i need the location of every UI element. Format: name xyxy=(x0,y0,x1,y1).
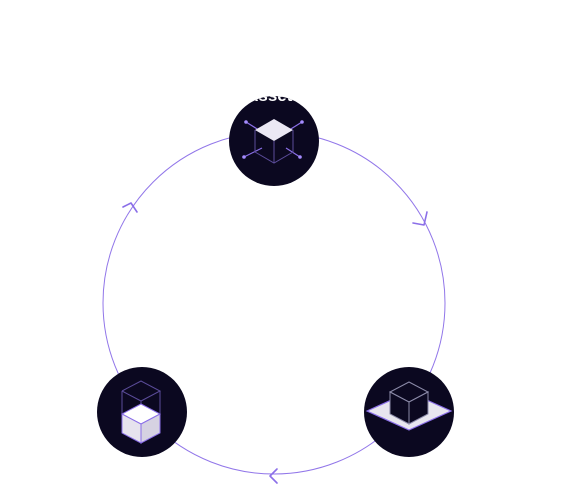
node-top: Assets xyxy=(229,96,319,186)
stacked-cubes-icon xyxy=(120,380,162,444)
node-top-label: Assets xyxy=(229,96,319,106)
node-left xyxy=(97,367,187,457)
arrow-bottom xyxy=(269,468,278,484)
arrow-upper-right xyxy=(412,211,428,226)
cube-on-platform-icon xyxy=(365,381,453,431)
node-right xyxy=(364,367,454,457)
network-cube-icon xyxy=(242,119,304,164)
arrow-upper-left xyxy=(122,202,138,213)
